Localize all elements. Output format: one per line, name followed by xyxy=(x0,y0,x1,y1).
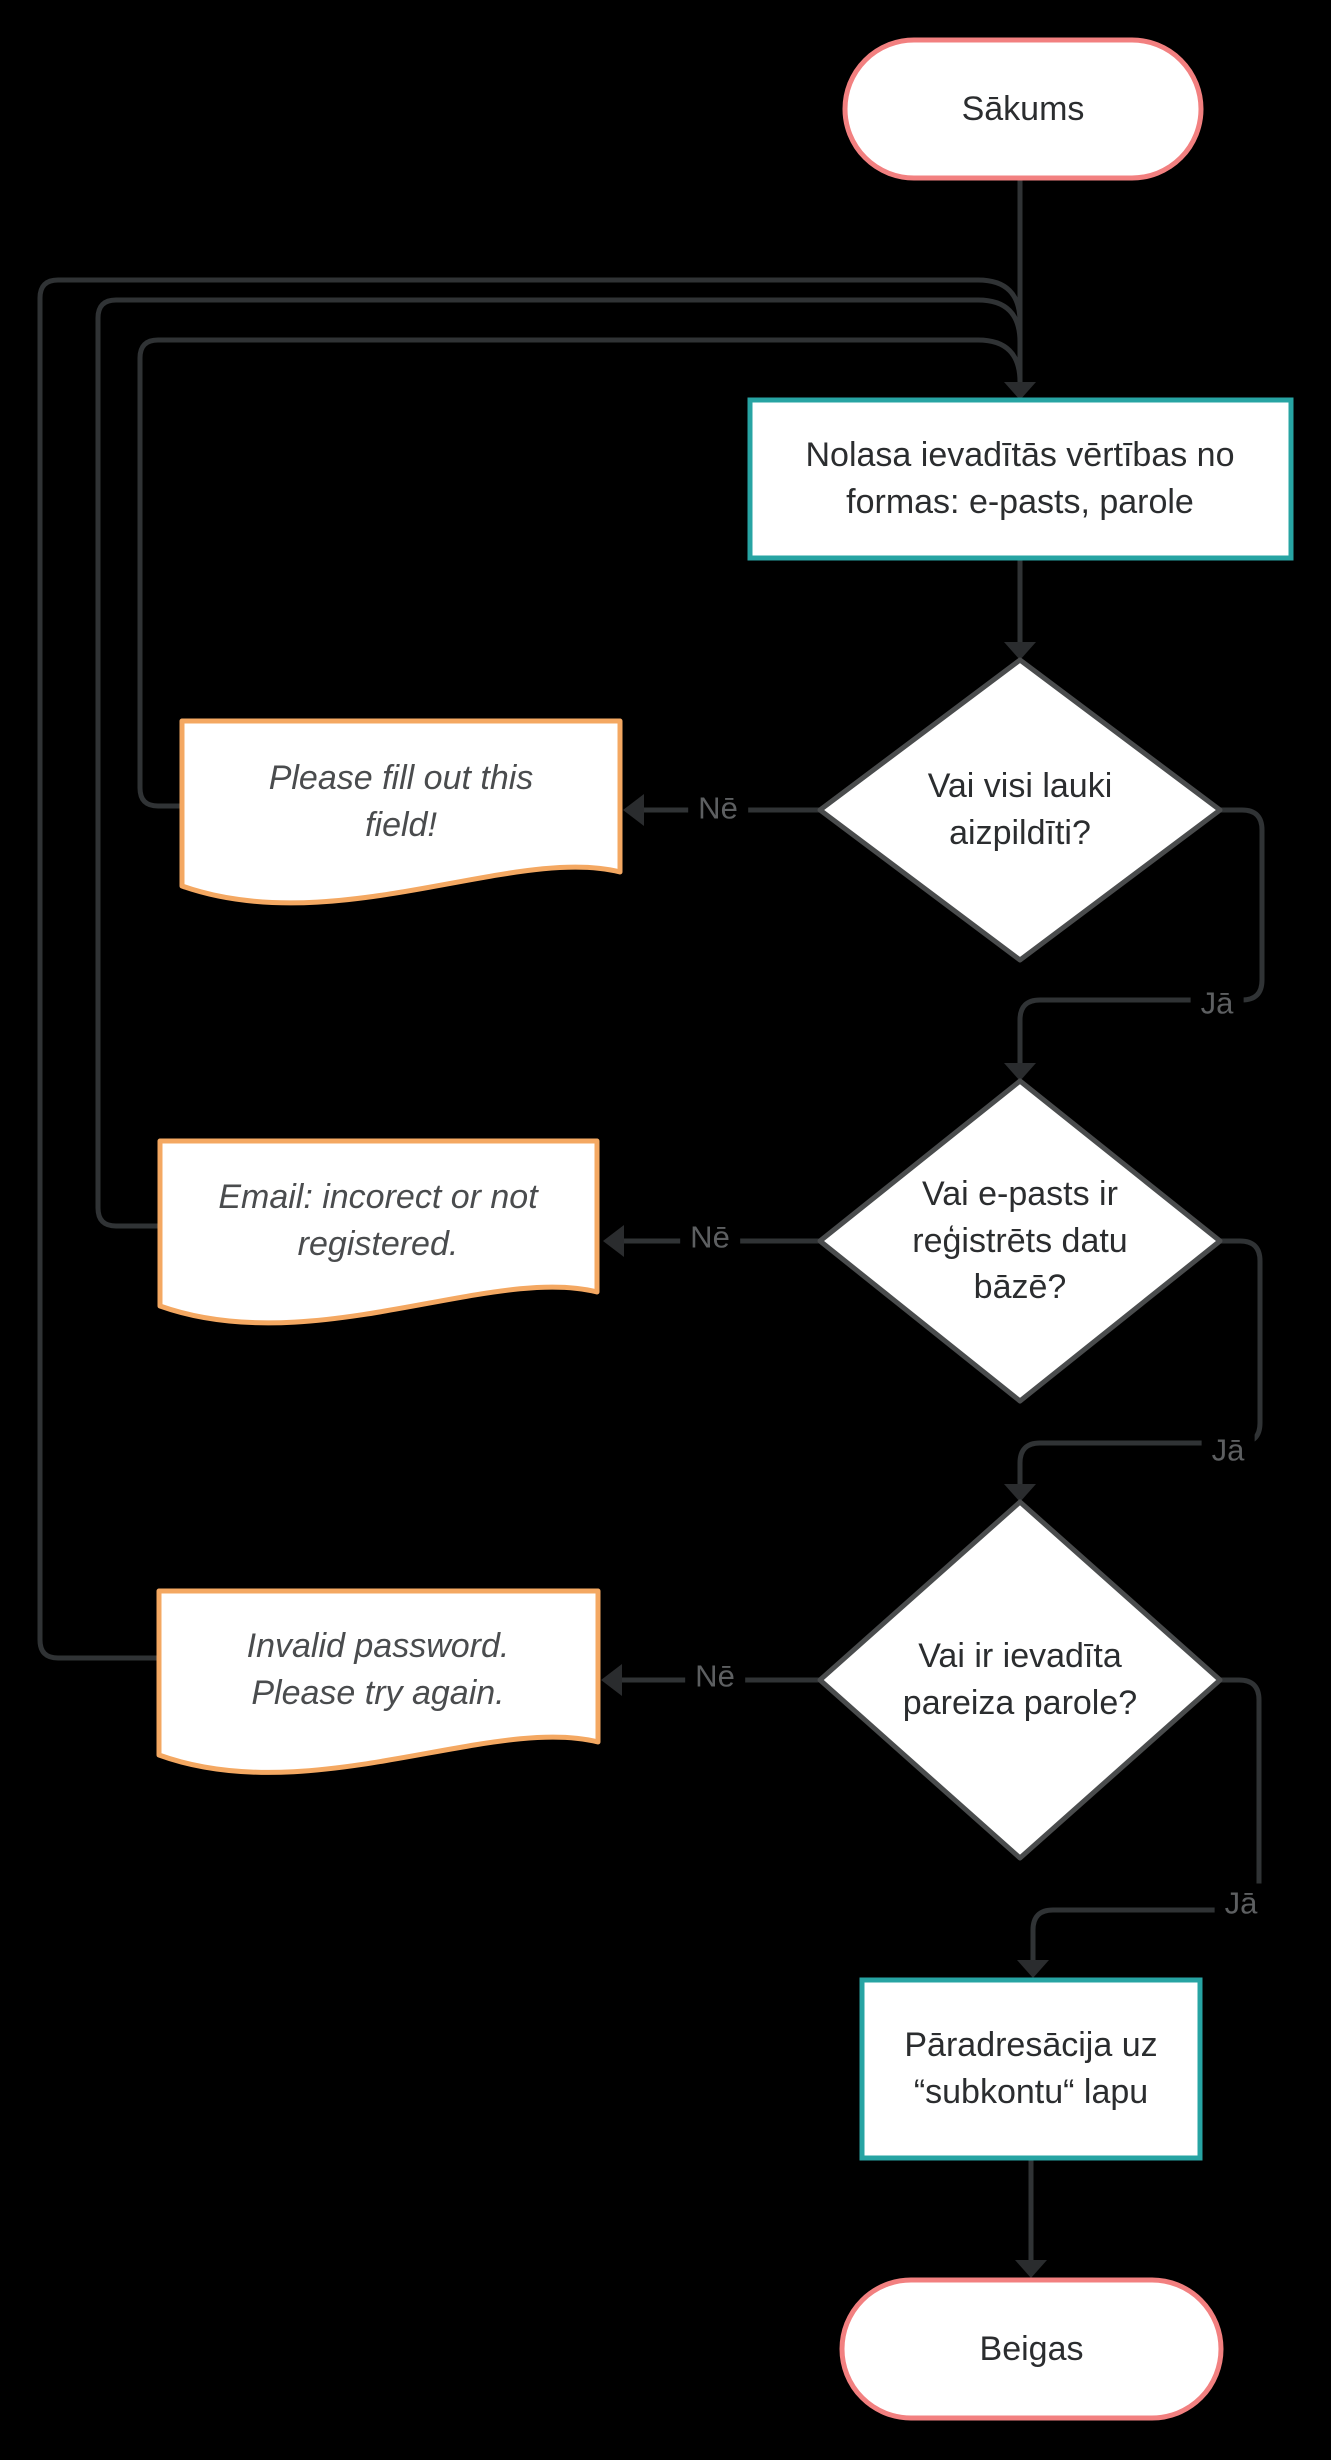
arrowhead-into-email-error-doc xyxy=(603,1225,624,1257)
edge-label-no-2: Nē xyxy=(680,1217,740,1257)
arrowhead-into-read xyxy=(1004,382,1036,400)
edge-label-no-1: Nē xyxy=(688,788,748,828)
edge-label-yes-2: Jā xyxy=(1201,1430,1255,1470)
arrowhead-into-end xyxy=(1015,2260,1047,2278)
arrowhead-into-decision2 xyxy=(1004,1063,1036,1081)
decision-password-correct xyxy=(817,1499,1223,1861)
decision-fields-filled xyxy=(817,657,1223,963)
process-read-form xyxy=(747,397,1294,561)
edge-loop-password-error-to-read xyxy=(37,277,1023,1661)
process-redirect xyxy=(859,1977,1203,2161)
arrowhead-into-password-error-doc xyxy=(601,1664,622,1696)
document-password-error-message xyxy=(156,1588,601,1775)
edge-loop-fill-field-to-read xyxy=(137,337,1023,809)
end-node xyxy=(839,2277,1224,2421)
document-fill-field-message xyxy=(179,718,623,906)
edge-loop-email-error-to-read xyxy=(95,297,1023,1229)
document-email-error-message xyxy=(157,1138,600,1326)
edge-label-yes-3: Jā xyxy=(1214,1883,1268,1923)
start-node xyxy=(842,37,1204,181)
arrowhead-into-fill-field-doc xyxy=(623,794,644,826)
arrowhead-into-decision1 xyxy=(1004,642,1036,660)
arrowhead-into-decision3 xyxy=(1004,1484,1036,1502)
edge-label-yes-1: Jā xyxy=(1190,983,1244,1023)
edge-yes-1 xyxy=(1017,807,1265,1068)
edge-label-no-3: Nē xyxy=(685,1656,745,1696)
decision-email-registered xyxy=(817,1078,1223,1404)
arrowhead-into-redirect xyxy=(1017,1960,1049,1978)
edge-yes-2 xyxy=(1017,1238,1263,1489)
